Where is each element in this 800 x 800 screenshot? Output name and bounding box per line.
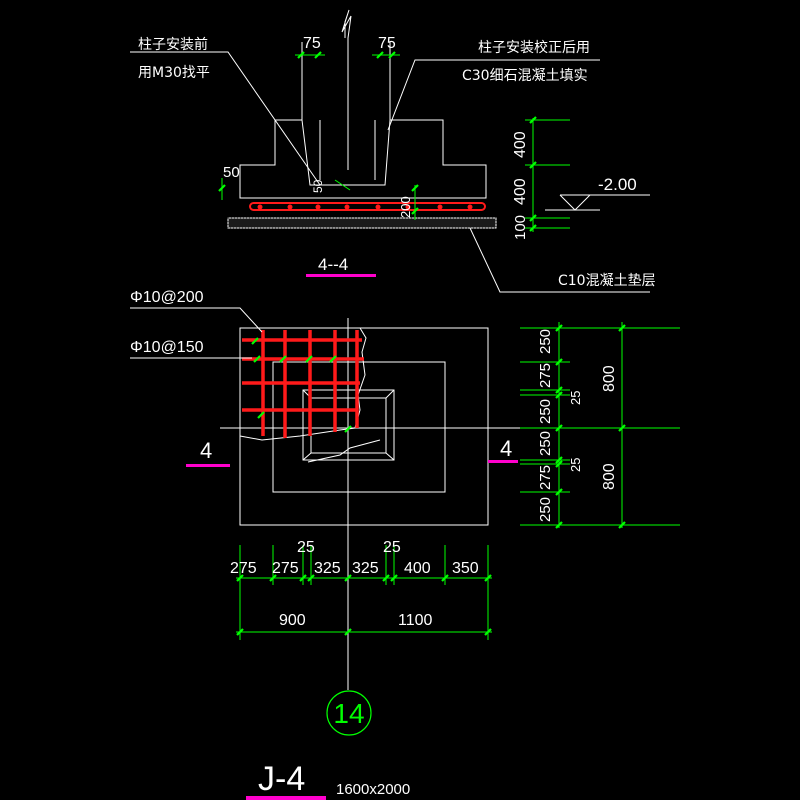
bottom-dim-1: 275 <box>230 560 257 577</box>
rebar-label-1: Φ10@200 <box>130 289 204 306</box>
right-dim-ticks <box>555 324 626 529</box>
rebar-label-2: Φ10@150 <box>130 339 204 356</box>
bottom-dim-2: 275 <box>272 560 299 577</box>
label-after-install-2: C30细石混凝土填实 <box>462 68 588 84</box>
section-title: 4--4 <box>318 255 348 274</box>
label-before-install-1: 柱子安装前 <box>138 36 208 53</box>
leader-after-install <box>387 59 600 131</box>
right-dim-extensions <box>520 327 680 526</box>
cushion-layer <box>227 217 497 229</box>
cut-mark-right: 4 <box>500 436 512 461</box>
rebar-dots <box>257 204 473 210</box>
dim-75-right: 75 <box>378 35 396 52</box>
cut-mark-right-bar <box>488 460 518 463</box>
dim-75-left: 75 <box>303 35 321 52</box>
leader-cushion <box>469 227 650 293</box>
label-after-install-1: 柱子安装校正后用 <box>478 39 590 56</box>
elevation-symbol <box>559 194 592 211</box>
bottom-dim-ticks <box>236 574 492 636</box>
dim-400-bottom: 400 <box>512 178 529 205</box>
elevation-value: -2.00 <box>598 175 637 194</box>
footing-title: J-4 <box>258 760 305 798</box>
column-socket <box>239 42 487 199</box>
column-break-line <box>341 9 352 170</box>
right-total-1: 800 <box>601 365 618 392</box>
dim-400-top: 400 <box>512 131 529 158</box>
section-title-underline <box>306 274 376 277</box>
leader-rebar-1 <box>130 307 263 333</box>
bottom-small-1: 25 <box>297 539 315 556</box>
bottom-small-2: 25 <box>383 539 401 556</box>
cup-inner <box>301 119 391 186</box>
right-dim-6: 25 <box>568 458 583 472</box>
rebar-ticks <box>251 337 352 433</box>
section-view: 75 75 50 50 200 400 400 100 -2.00 柱子安装前 … <box>130 9 656 293</box>
right-dim-7: 275 <box>537 465 554 490</box>
footing-title-underline <box>246 796 326 800</box>
leader-before-install <box>130 51 321 186</box>
plan-view: Φ10@200 Φ10@150 4 4 <box>130 289 680 800</box>
right-dim-3: 25 <box>568 391 583 405</box>
cut-mark-left-bar <box>186 464 230 467</box>
break-line <box>239 327 367 441</box>
bottom-total-1: 900 <box>279 612 306 629</box>
footing-outline <box>239 327 489 526</box>
right-dim-labels: 250 275 25 250 250 25 275 250 800 800 <box>537 329 618 522</box>
break-line-inner <box>307 439 381 463</box>
axis-label: 14 <box>333 698 364 729</box>
footing-step-outline <box>272 361 446 493</box>
bottom-dim-6: 350 <box>452 560 479 577</box>
right-total-2: 800 <box>601 463 618 490</box>
bottom-dim-5: 400 <box>404 560 431 577</box>
rebar-bottom <box>249 202 486 211</box>
label-cushion: C10混凝土垫层 <box>558 273 656 289</box>
right-dim-4: 250 <box>537 399 554 424</box>
dim-100: 100 <box>512 215 529 240</box>
cut-mark-left: 4 <box>200 438 212 463</box>
bottom-dim-3: 325 <box>314 560 341 577</box>
footing-size: 1600x2000 <box>336 781 410 798</box>
label-before-install-2: 用M30找平 <box>138 65 210 81</box>
bottom-total-2: 1100 <box>398 612 433 629</box>
right-dim-8: 250 <box>537 497 554 522</box>
dim-50-inner: 50 <box>311 179 325 193</box>
bottom-dim-labels: 275 275 325 325 400 350 25 25 900 1100 <box>230 539 479 629</box>
axis-bubble <box>326 690 372 736</box>
right-dim-2: 275 <box>537 363 554 388</box>
right-dim-5: 250 <box>537 431 554 456</box>
cushion-hatch <box>227 217 497 229</box>
rebar-grid <box>242 330 364 438</box>
dim-50: 50 <box>223 164 240 181</box>
bottom-dim-4: 325 <box>352 560 379 577</box>
dim-200: 200 <box>398 196 413 218</box>
right-dim-1: 250 <box>537 329 554 354</box>
